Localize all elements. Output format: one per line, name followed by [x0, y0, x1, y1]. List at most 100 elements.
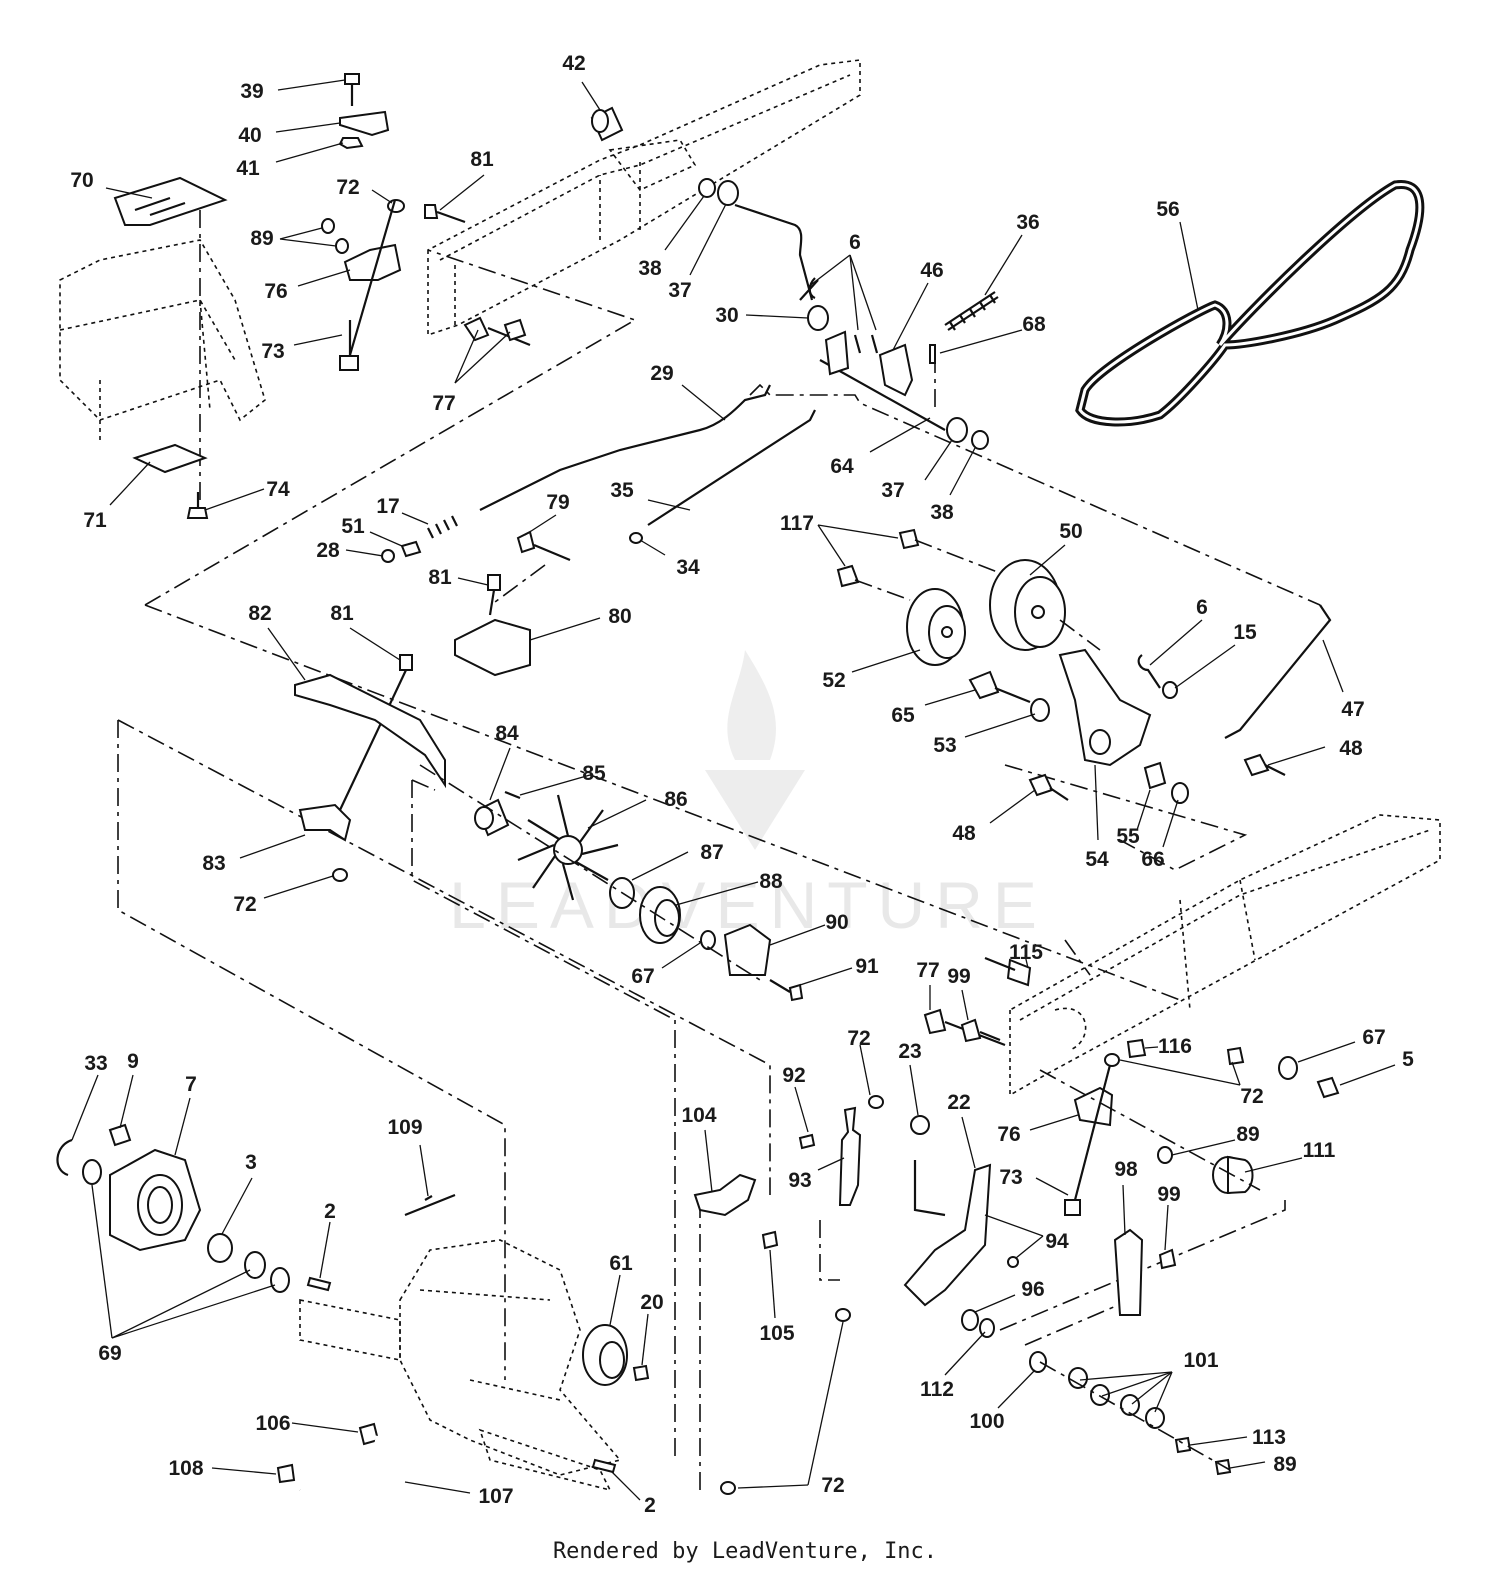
lower-right-hardware: [693, 956, 1340, 1495]
callout-label: 39: [240, 80, 263, 103]
callout-label: 104: [681, 1104, 716, 1127]
callout-label: 46: [920, 259, 943, 282]
callout-label: 71: [83, 509, 107, 532]
callout-label: 22: [947, 1091, 970, 1114]
callout-label: 99: [947, 965, 970, 988]
watermark: LEADVENTURE: [449, 650, 1037, 942]
callout-label: 55: [1116, 825, 1140, 848]
frame-rail-lower: [1009, 814, 1441, 1097]
callout-label: 15: [1233, 621, 1257, 644]
callout-label: 112: [920, 1378, 954, 1401]
callout-label: 89: [1273, 1453, 1296, 1476]
callout-label: 82: [248, 602, 271, 625]
callout-label: 76: [997, 1123, 1020, 1146]
callout-label: 101: [1183, 1349, 1218, 1372]
callout-label: 3: [245, 1151, 257, 1174]
callout-label: 2: [324, 1200, 336, 1223]
callout-label: 54: [1085, 848, 1109, 871]
callout-label: 50: [1059, 520, 1082, 543]
callout-label: 67: [631, 965, 654, 988]
callout-label: 48: [952, 822, 976, 845]
callout-label: 69: [98, 1342, 121, 1365]
callout-label: 100: [969, 1410, 1004, 1433]
callout-label: 35: [610, 479, 634, 502]
callout-label: 7: [185, 1073, 197, 1096]
callout-label: 85: [582, 762, 606, 785]
callout-label: 111: [1303, 1139, 1336, 1162]
callout-label: 34: [676, 556, 700, 579]
callout-label: 70: [70, 169, 93, 192]
drive-belt: [1075, 179, 1425, 427]
callout-label: 105: [759, 1322, 794, 1345]
callout-label: 6: [849, 231, 861, 254]
callout-label: 56: [1156, 198, 1179, 221]
callout-label: 84: [495, 722, 519, 745]
callout-label: 68: [1022, 313, 1046, 336]
callout-label: 5: [1402, 1048, 1414, 1071]
idler-assembly: [836, 528, 1332, 804]
credit-text: Rendered by LeadVenture, Inc.: [553, 1539, 937, 1564]
callout-label: 67: [1362, 1026, 1385, 1049]
callout-label: 40: [238, 124, 261, 147]
callout-label: 79: [546, 491, 569, 514]
callout-label: 53: [933, 734, 956, 757]
callout-label: 30: [715, 304, 738, 327]
callout-label: 77: [432, 392, 455, 415]
callout-label: 65: [891, 704, 915, 727]
callout-label: 94: [1045, 1230, 1069, 1253]
callout-label: 37: [668, 279, 691, 302]
callout-label: 72: [821, 1474, 844, 1497]
callout-label: 107: [478, 1485, 513, 1508]
callout-label: 29: [650, 362, 673, 385]
callout-label: 42: [562, 52, 585, 75]
fender-outline: [59, 239, 266, 440]
callout-label: 80: [608, 605, 631, 628]
callout-label: 77: [916, 959, 939, 982]
callout-label: 9: [127, 1050, 139, 1073]
frame-rail-upper: [427, 59, 861, 337]
callout-label: 48: [1339, 737, 1363, 760]
callout-label: 37: [881, 479, 904, 502]
callout-label: 89: [1236, 1123, 1259, 1146]
callout-label: 81: [428, 566, 452, 589]
callout-label: 51: [341, 515, 365, 538]
callout-label: 20: [640, 1291, 663, 1314]
callout-label: 116: [1158, 1035, 1192, 1058]
callout-label: 96: [1021, 1278, 1044, 1301]
callout-label: 106: [255, 1412, 290, 1435]
callout-label: 89: [250, 227, 273, 250]
callout-label: 90: [825, 911, 848, 934]
callout-label: 109: [387, 1116, 422, 1139]
callout-label: 61: [609, 1252, 633, 1275]
callout-label: 47: [1341, 698, 1364, 721]
callout-label: 98: [1114, 1158, 1138, 1181]
callout-label: 33: [84, 1052, 107, 1075]
callout-label: 88: [759, 870, 783, 893]
callout-label: 115: [1009, 941, 1043, 964]
callout-label: 6: [1196, 596, 1208, 619]
callout-label: 83: [202, 852, 225, 875]
callout-label: 76: [264, 280, 287, 303]
callout-label: 73: [999, 1166, 1022, 1189]
fan-assembly: [294, 574, 804, 1002]
callout-label: 17: [376, 495, 399, 518]
callout-label: 72: [1240, 1085, 1263, 1108]
callout-label: 36: [1016, 211, 1039, 234]
callout-label: 52: [822, 669, 845, 692]
callout-label: 64: [830, 455, 854, 478]
callout-label: 38: [930, 501, 954, 524]
callout-label: 91: [855, 955, 879, 978]
callout-label: 28: [316, 539, 340, 562]
callout-label: 93: [788, 1169, 811, 1192]
upper-hardware: [113, 73, 999, 563]
callout-label: 92: [782, 1064, 805, 1087]
callout-label: 108: [168, 1457, 203, 1480]
callout-label: 74: [266, 478, 290, 501]
callout-label: 41: [236, 157, 260, 180]
callout-label: 86: [664, 788, 687, 811]
leader-lines: [71, 79, 1396, 1501]
callout-label: 2: [644, 1494, 656, 1517]
callout-labels: 39 42 40 41 81 70 72 89 76 73 77 38 37 6…: [70, 52, 1414, 1517]
callout-label: 72: [336, 176, 359, 199]
